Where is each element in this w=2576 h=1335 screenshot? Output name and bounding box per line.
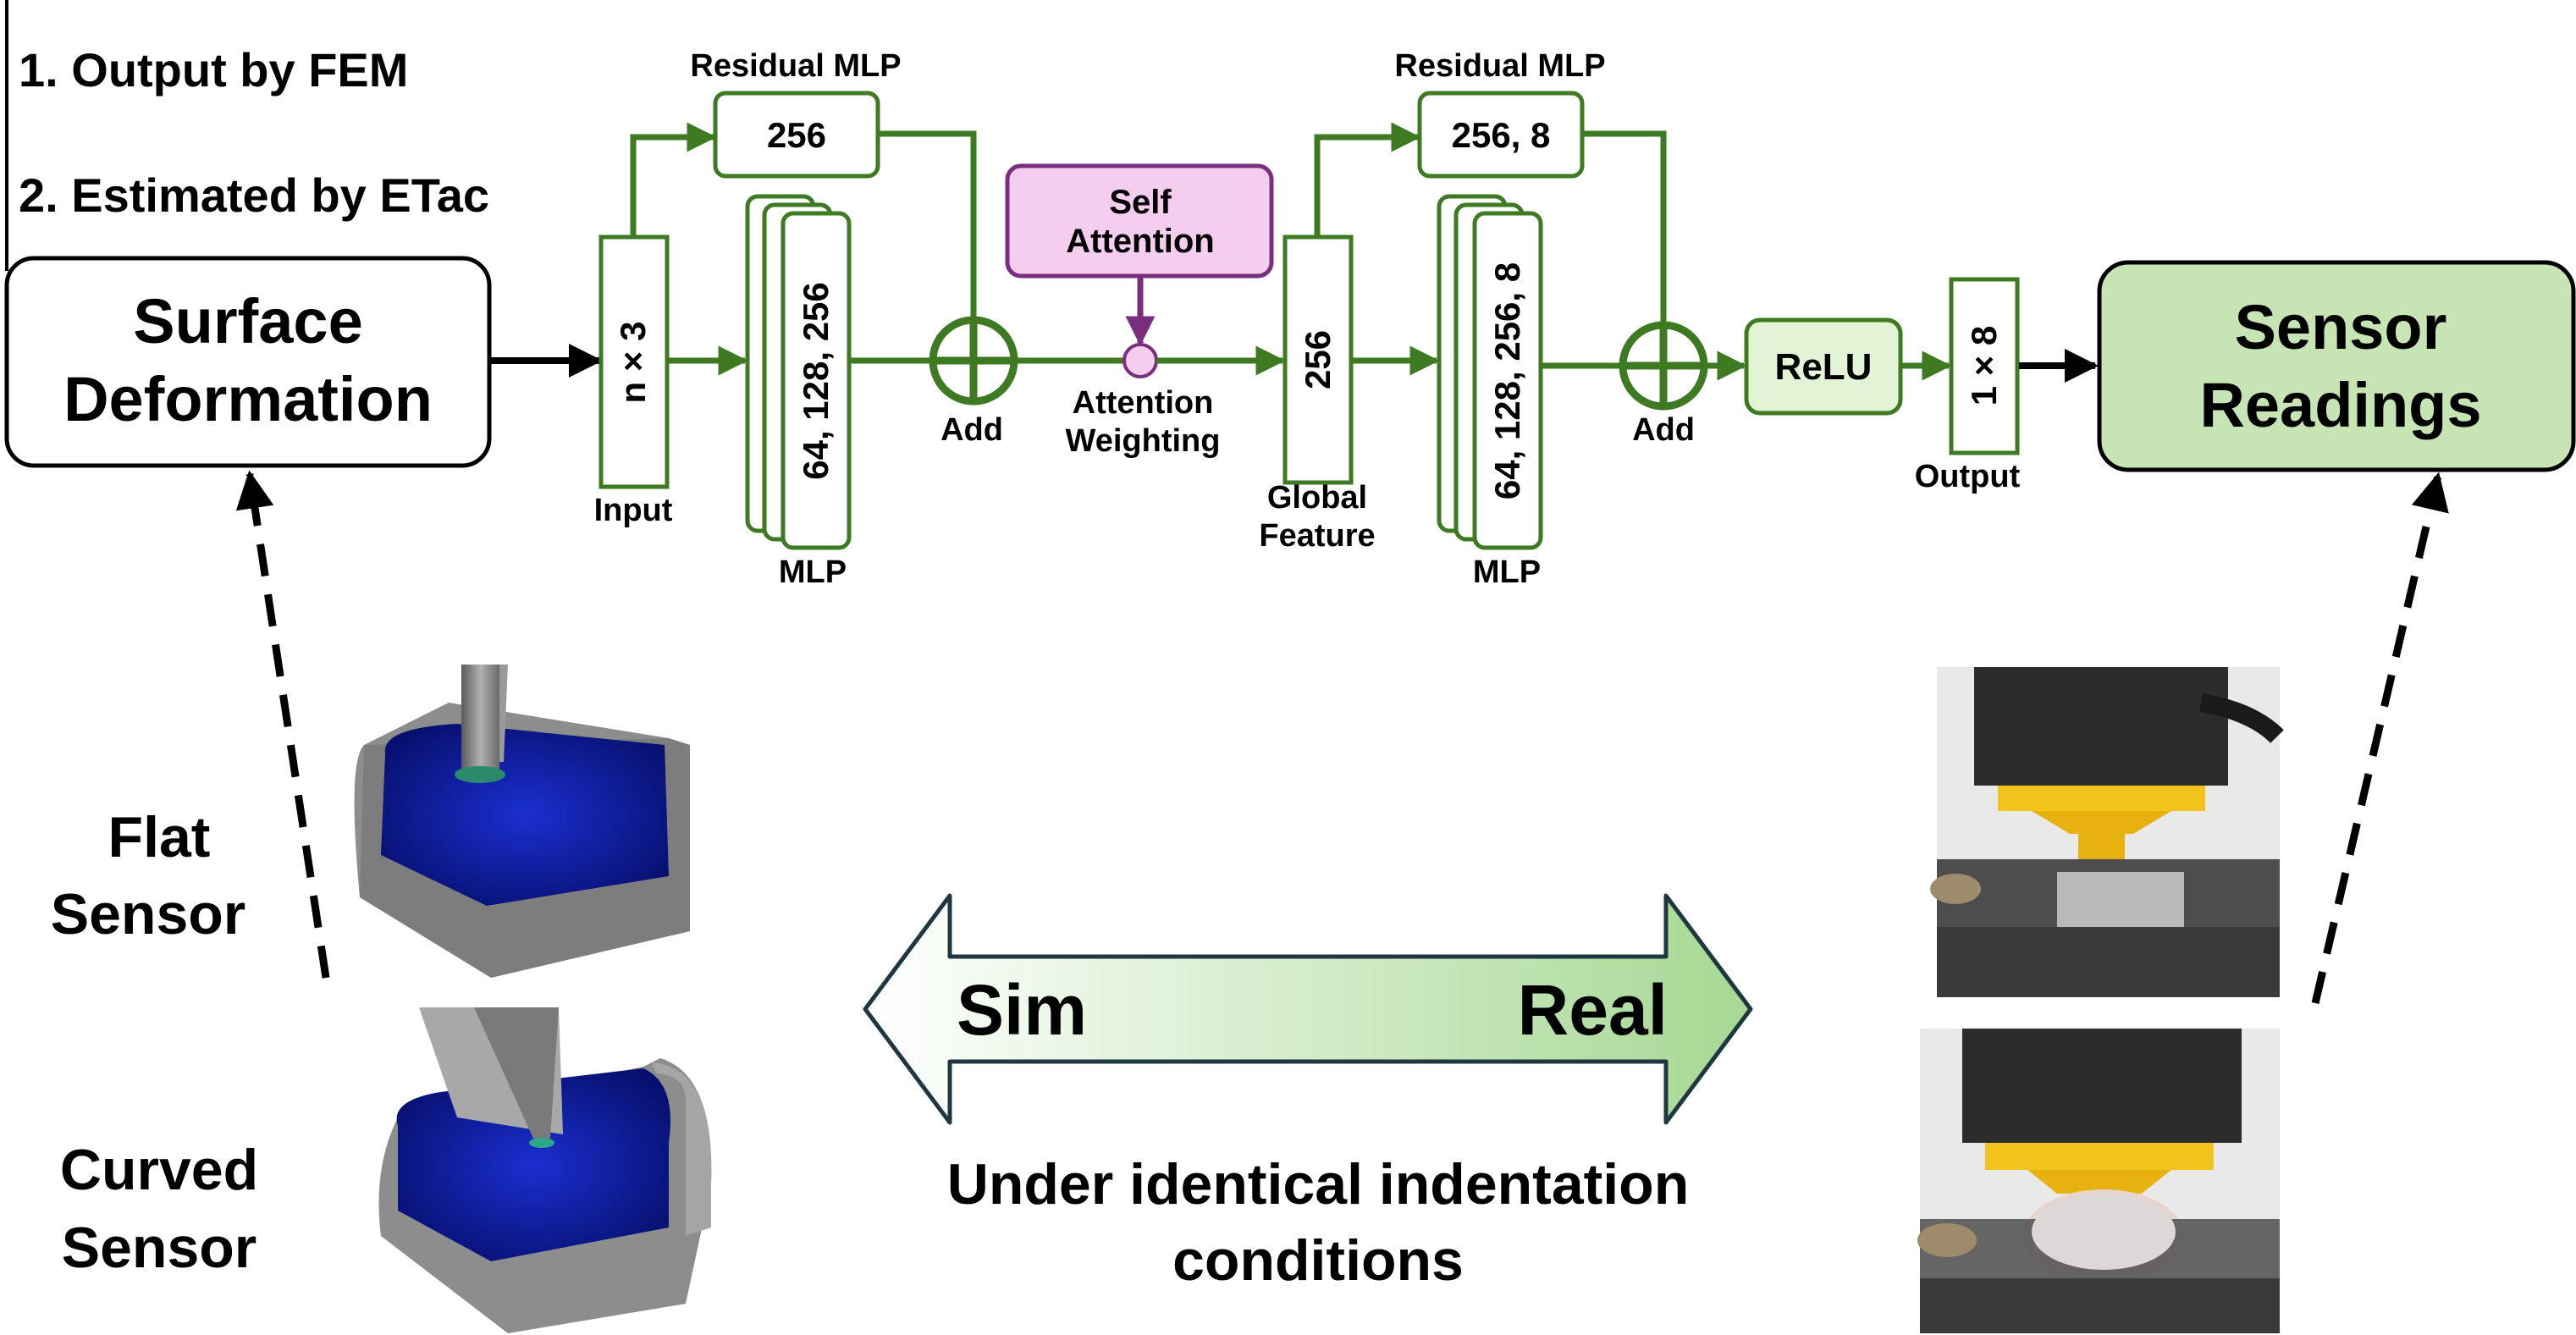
dashed-arrow-to-surface-deformation [235, 470, 330, 979]
global-feature-line2: Feature [1259, 518, 1375, 554]
flat-sensor-real-photo [1930, 667, 2284, 997]
residual-mlp-2-title: Residual MLP [1394, 48, 1605, 84]
surface-deformation-line1: Surface [133, 286, 362, 356]
sensor-readings-line2: Readings [2199, 370, 2481, 440]
residual-mlp-2-dims: 256, 8 [1452, 115, 1551, 155]
surface-deformation-box [4, 256, 492, 468]
self-attention-line2: Attention [1066, 223, 1215, 260]
flat-sensor-line2: Sensor [51, 882, 246, 946]
curved-sensor-line1: Curved [60, 1138, 258, 1202]
legend-item-fem: 1. Output by FEM [19, 43, 408, 97]
real-label: Real [1518, 970, 1668, 1050]
relu-label: ReLU [1775, 346, 1873, 388]
connector-global-to-residual-2 [1314, 122, 1421, 237]
sensor-readings-box [2097, 260, 2576, 472]
output-label: Output [1915, 459, 2021, 494]
attention-weighting-line2: Weighting [1066, 423, 1221, 459]
flat-sensor-line1: Flat [108, 805, 211, 869]
mlp-1-label: MLP [779, 554, 847, 590]
plus-circle-icon [1619, 321, 1708, 411]
global-feature-line1: Global [1267, 480, 1367, 516]
curved-sensor-simulation-image [378, 1007, 712, 1333]
residual-mlp-1-dims: 256 [767, 115, 826, 155]
dashed-arrow-to-sensor-readings [2311, 472, 2449, 1005]
surface-deformation-line2: Deformation [63, 364, 433, 434]
mlp-1-dims: 64, 128, 256 [796, 282, 836, 480]
input-dims: n × 3 [613, 322, 653, 404]
caption-line2: conditions [1172, 1228, 1464, 1293]
mlp-2-dims: 64, 128, 256, 8 [1487, 262, 1527, 499]
output-dims: 1 × 8 [1964, 326, 2004, 406]
connector-residual-2-to-add-2 [1583, 130, 1667, 323]
mlp-2-stack-front [1472, 211, 1543, 550]
sim-label: Sim [957, 970, 1087, 1050]
input-label: Input [594, 493, 673, 528]
global-feature-dims: 256 [1298, 330, 1338, 389]
double-arrow-icon [863, 893, 1753, 1125]
plus-circle-icon [929, 316, 1018, 405]
input-block [598, 234, 670, 489]
self-attention-line1: Self [1109, 184, 1172, 221]
global-feature-block [1282, 234, 1354, 485]
add-2-label: Add [1632, 412, 1695, 448]
sensor-readings-line1: Sensor [2235, 292, 2447, 362]
self-attention-block [1005, 163, 1274, 279]
legend-item-etac: 2. Estimated by ETac [19, 168, 489, 222]
connector-residual-1-to-add-1 [879, 130, 977, 320]
attention-weighting-node [1123, 343, 1158, 378]
mlp-2-label: MLP [1473, 554, 1541, 590]
output-block [1949, 277, 2020, 455]
relu-block [1744, 317, 1903, 416]
curved-sensor-line2: Sensor [62, 1216, 257, 1280]
caption-line1: Under identical indentation [947, 1152, 1690, 1216]
mlp-1-stack-front [781, 211, 852, 550]
add-1-label: Add [940, 412, 1003, 448]
attention-weighting-line1: Attention [1073, 385, 1214, 421]
connector-input-to-residual-1 [630, 122, 717, 237]
curved-sensor-real-photo [1917, 1029, 2280, 1333]
flat-sensor-simulation-image [354, 665, 690, 978]
residual-mlp-1-title: Residual MLP [690, 48, 901, 84]
